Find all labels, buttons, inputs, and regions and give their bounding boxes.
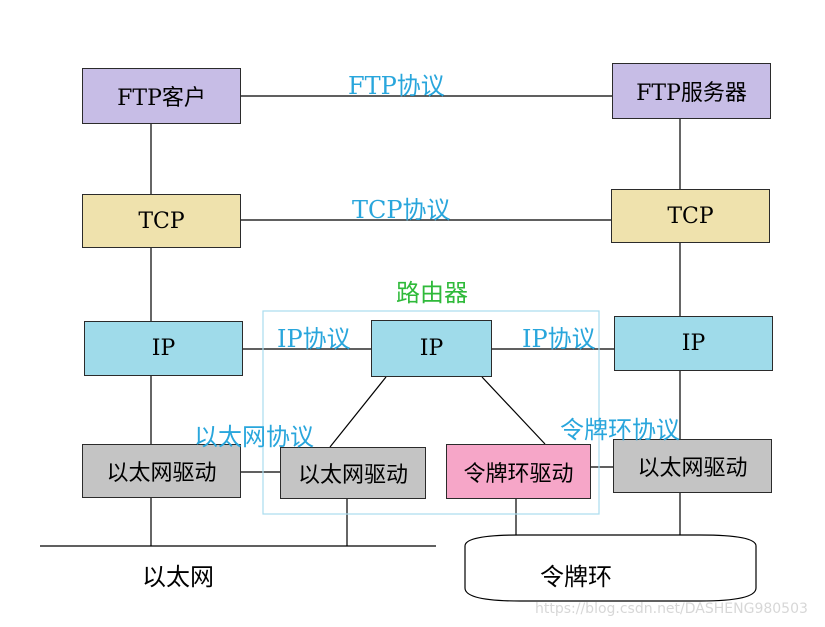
eth-driver-right-label: 以太网驱动 xyxy=(637,456,748,481)
ip-router-label: IP xyxy=(419,336,444,361)
router-ip-to-eth-line xyxy=(329,376,387,448)
ip-protocol-left-label: IP协议 xyxy=(277,325,351,353)
ip-left-box: IP xyxy=(84,321,243,376)
ip-left-label: IP xyxy=(151,336,176,361)
router-frame xyxy=(262,310,600,515)
eth-driver-router-label: 以太网驱动 xyxy=(297,463,408,488)
ftp-client-box: FTP客户 xyxy=(82,68,241,124)
ftp-server-label: FTP服务器 xyxy=(636,81,747,106)
ftp-protocol-label: FTP协议 xyxy=(348,72,445,100)
router-label: 路由器 xyxy=(396,279,468,307)
ip-protocol-right-label: IP协议 xyxy=(522,325,596,353)
ip-router-box: IP xyxy=(371,320,492,377)
tcp-right-label: TCP xyxy=(667,203,714,229)
token-ring-cylinder xyxy=(464,534,757,602)
ethernet-protocol-label: 以太网协议 xyxy=(194,423,314,451)
ip-right-box: IP xyxy=(614,316,773,371)
ip-right-label: IP xyxy=(681,331,706,356)
watermark: https://blog.csdn.net/DASHENG980503 xyxy=(535,601,808,617)
eth-driver-left-box: 以太网驱动 xyxy=(82,444,241,498)
token-driver-router-box: 令牌环驱动 xyxy=(446,444,591,499)
tcp-protocol-label: TCP协议 xyxy=(352,196,451,224)
tcp-left-box: TCP xyxy=(82,194,241,248)
tcp-left-label: TCP xyxy=(138,208,185,234)
token-driver-router-label: 令牌环驱动 xyxy=(463,461,574,487)
token-ring-protocol-label: 令牌环协议 xyxy=(560,416,680,444)
eth-driver-router-box: 以太网驱动 xyxy=(280,447,426,499)
token-ring-label: 令牌环 xyxy=(540,563,612,591)
ftp-client-label: FTP客户 xyxy=(117,86,206,111)
ftp-server-box: FTP服务器 xyxy=(612,63,771,119)
eth-driver-right-box: 以太网驱动 xyxy=(613,439,772,493)
router-ip-to-token-line xyxy=(481,376,546,445)
ethernet-label: 以太网 xyxy=(142,563,214,591)
tcp-right-box: TCP xyxy=(611,189,770,243)
eth-driver-left-label: 以太网驱动 xyxy=(106,461,217,486)
